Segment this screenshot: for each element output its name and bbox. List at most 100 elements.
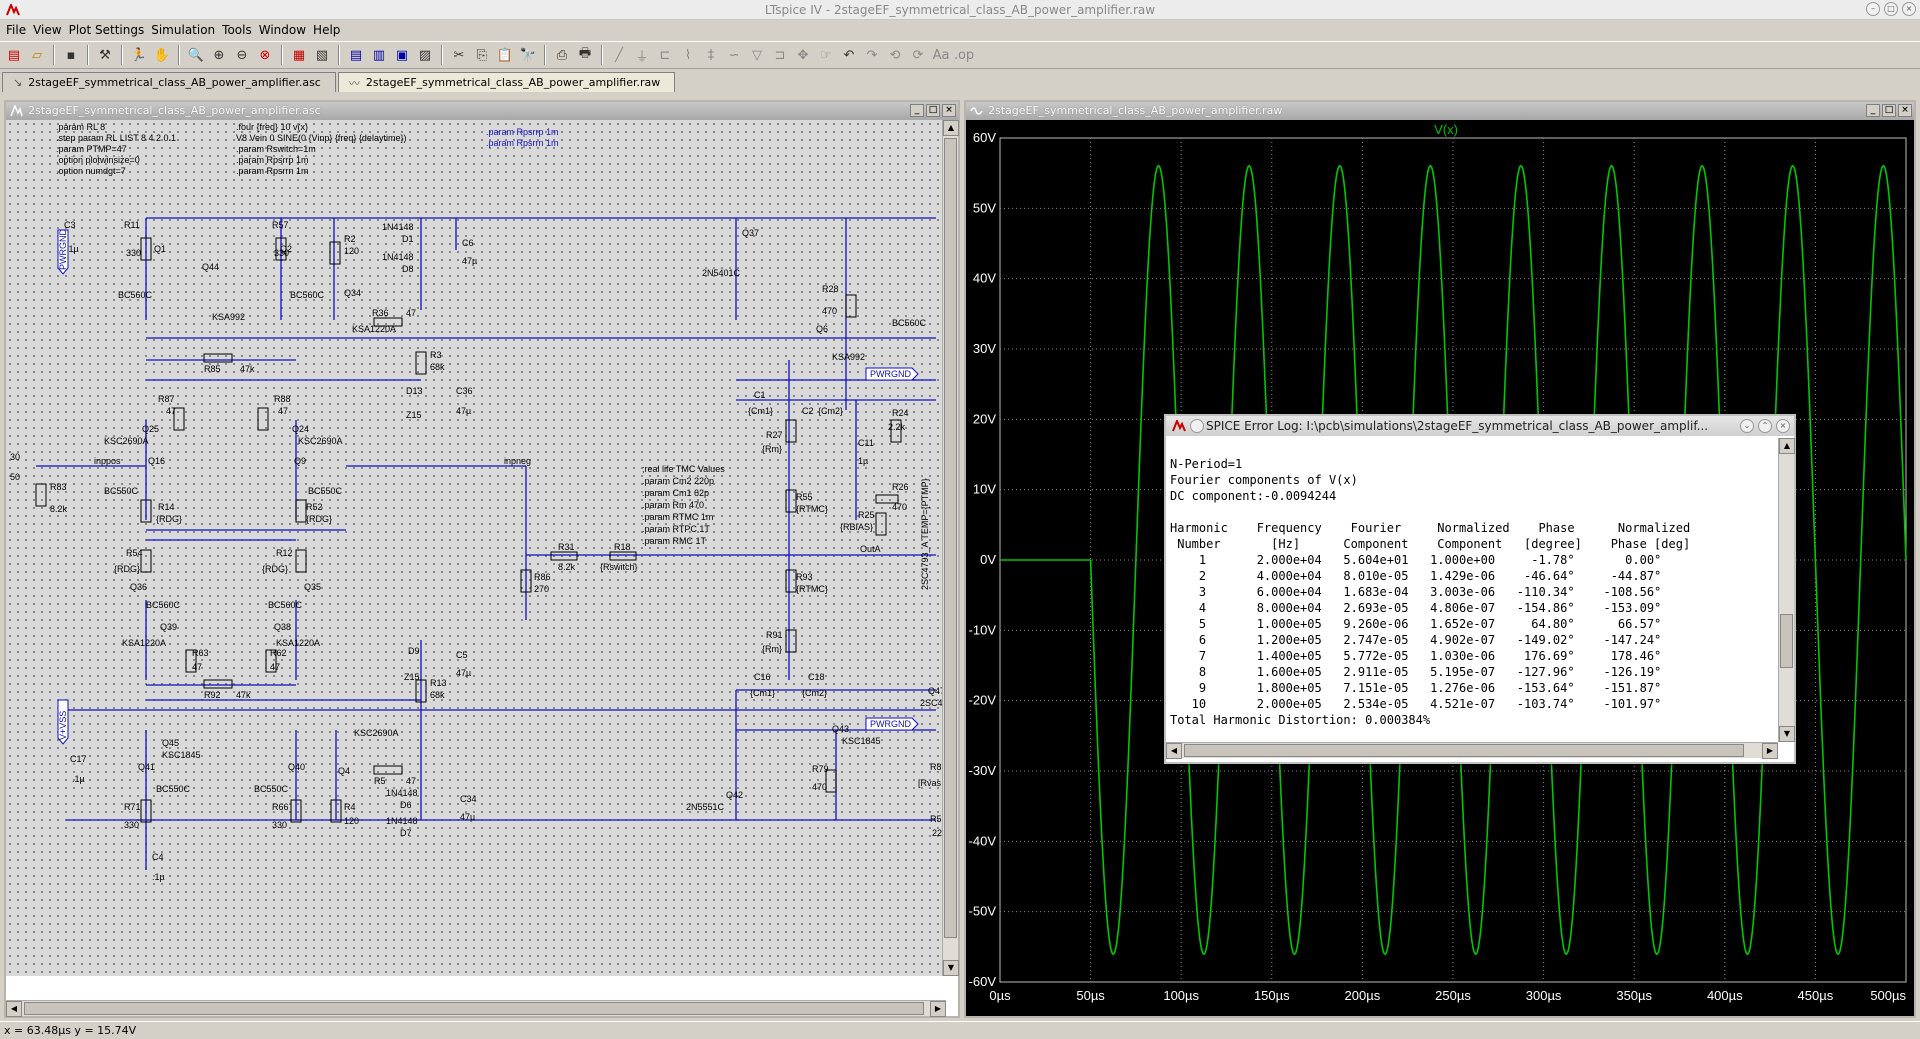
spice-directive-icon[interactable]: .op (953, 47, 975, 63)
scroll-up-icon[interactable]: ▲ (1779, 438, 1795, 454)
scroll-right-icon[interactable]: ▶ (930, 1001, 946, 1017)
svg-text:BC560C: BC560C (118, 290, 153, 300)
paste-icon[interactable]: 📋 (496, 47, 514, 63)
schematic-vertical-scrollbar[interactable]: ▲ ▼ (942, 120, 959, 976)
menu-plot-settings[interactable]: Plot Settings (68, 23, 145, 37)
diode-icon[interactable]: ▽ (752, 47, 762, 63)
schematic-canvas[interactable]: .param RL 8 .step param RL LIST 8 4 2 0.… (6, 120, 946, 976)
minimize-icon[interactable]: – (1866, 2, 1880, 16)
move-icon[interactable]: ✥ (797, 47, 809, 63)
drag-icon[interactable]: ☞ (820, 47, 832, 63)
svg-text:inppos: inppos (94, 456, 121, 466)
menu-tools[interactable]: Tools (222, 23, 252, 37)
waveform-picker-icon[interactable]: ▧ (315, 47, 329, 63)
zoom-in-icon[interactable]: 🔍 (187, 47, 205, 63)
schematic-horizontal-scrollbar[interactable]: ◀ ▶ (6, 1000, 946, 1017)
redo-icon[interactable]: ↷ (866, 47, 878, 63)
maximize-icon[interactable]: □ (1884, 2, 1898, 16)
menu-simulation[interactable]: Simulation (151, 23, 216, 37)
chevron-down-icon[interactable]: ⌄ (1740, 419, 1754, 433)
minimize-icon[interactable]: _ (1866, 104, 1880, 117)
svg-text:PWRGND: PWRGND (870, 719, 911, 729)
svg-text:Z15: Z15 (404, 672, 420, 682)
svg-text:Q24: Q24 (292, 424, 309, 434)
zoom-fit-icon[interactable]: ⊗ (259, 47, 271, 63)
tab-schematic[interactable]: ↘ 2stageEF_symmetrical_class_AB_power_am… (2, 72, 336, 92)
ground-icon[interactable]: ⏚ (635, 49, 649, 65)
copy-icon[interactable]: ⎘ (476, 47, 488, 63)
capacitor-icon[interactable]: ‡ (707, 47, 715, 63)
save-icon[interactable]: ▪ (66, 47, 76, 63)
print-icon[interactable]: 🖶 (578, 46, 592, 61)
menu-view[interactable]: View (33, 23, 62, 37)
close-icon[interactable]: × (1898, 104, 1912, 117)
tile-vertical-icon[interactable]: ▥ (372, 47, 386, 63)
close-icon[interactable]: × (942, 104, 956, 117)
svg-text:R91: R91 (766, 630, 783, 640)
svg-text:R79: R79 (812, 764, 829, 774)
wire-icon[interactable]: ╱ (615, 47, 623, 63)
maximize-icon[interactable]: □ (926, 104, 940, 117)
pin-icon[interactable] (1190, 419, 1204, 433)
svg-text:KSC2690A: KSC2690A (104, 436, 149, 446)
new-schematic-icon[interactable]: ▤ (7, 47, 21, 63)
cascade-icon[interactable]: ▣ (395, 47, 409, 63)
scroll-thumb[interactable] (944, 138, 957, 938)
find-icon[interactable]: 🔭 (519, 47, 537, 63)
error-log-horizontal-scrollbar[interactable]: ◀ ▶ (1166, 742, 1778, 759)
scroll-left-icon[interactable]: ◀ (6, 1001, 22, 1017)
trace-label[interactable]: V(x) (1434, 122, 1458, 137)
svg-text:.param RL 8: .param RL 8 (56, 122, 105, 132)
schematic-icon: ↘ (13, 76, 23, 89)
svg-text:R4: R4 (344, 802, 356, 812)
tab-waveform[interactable]: 〰 2stageEF_symmetrical_class_AB_power_am… (337, 72, 676, 92)
svg-text:C16: C16 (754, 672, 771, 682)
close-icon[interactable]: × (1902, 2, 1916, 16)
pan-icon[interactable]: ⊕ (213, 47, 225, 63)
minimize-icon[interactable]: _ (910, 104, 924, 117)
scroll-right-icon[interactable]: ▶ (1762, 743, 1778, 759)
svg-text:{Rm}: {Rm} (762, 644, 782, 654)
schematic-drawing[interactable]: .param RL 8 .step param RL LIST 8 4 2 0.… (6, 120, 946, 976)
maximize-icon[interactable]: □ (1882, 104, 1896, 117)
cut-icon[interactable]: ✂ (453, 47, 465, 63)
halt-icon[interactable]: ✋ (153, 47, 171, 63)
label-net-icon[interactable]: ⊏ (659, 47, 671, 63)
svg-text:.param PTMP=47: .param PTMP=47 (56, 144, 127, 154)
text-icon[interactable]: Aa (932, 47, 950, 63)
autorange-icon[interactable]: ▦ (292, 47, 306, 63)
print-setup-icon[interactable]: ⎙ (556, 47, 568, 63)
scroll-thumb[interactable] (24, 1002, 924, 1015)
rotate-icon[interactable]: ⟲ (889, 47, 901, 63)
scroll-down-icon[interactable]: ▼ (943, 960, 959, 976)
control-panel-icon[interactable]: ⚒ (99, 47, 111, 63)
menu-window[interactable]: Window (258, 23, 307, 37)
chevron-up-icon[interactable]: ⌃ (1758, 419, 1772, 433)
run-icon[interactable]: 🏃 (130, 47, 148, 63)
svg-text:inpneg: inpneg (504, 456, 531, 466)
component-icon[interactable]: ⊐ (774, 47, 786, 63)
svg-text:R2: R2 (344, 234, 356, 244)
resistor-icon[interactable]: ⌇ (684, 47, 692, 63)
inductor-icon[interactable]: ∽ (728, 47, 740, 63)
scroll-up-icon[interactable]: ▲ (943, 120, 959, 136)
error-log-vertical-scrollbar[interactable]: ▲ ▼ (1778, 438, 1795, 742)
scroll-thumb[interactable] (1184, 744, 1744, 757)
scroll-thumb[interactable] (1780, 614, 1793, 668)
close-icon[interactable]: × (1776, 419, 1790, 433)
svg-text:{RTMC}: {RTMC} (796, 584, 828, 594)
open-folder-icon[interactable]: ▱ (32, 47, 42, 63)
mirror-icon[interactable]: ⟳ (912, 47, 924, 63)
close-window-icon[interactable]: ▨ (418, 47, 432, 63)
zoom-out-icon[interactable]: ⊖ (236, 47, 248, 63)
svg-text:R11: R11 (124, 220, 140, 230)
y-tick-label: -20V (969, 693, 997, 708)
scroll-down-icon[interactable]: ▼ (1779, 726, 1795, 742)
error-log-text[interactable]: N-Period=1 Fourier components of V(x) DC… (1170, 457, 1691, 727)
svg-text:47µ: 47µ (456, 406, 471, 416)
tile-horizontal-icon[interactable]: ▤ (349, 47, 363, 63)
undo-icon[interactable]: ↶ (843, 47, 855, 63)
menu-file[interactable]: File (6, 23, 27, 37)
scroll-left-icon[interactable]: ◀ (1166, 743, 1182, 759)
menu-help[interactable]: Help (313, 23, 341, 37)
